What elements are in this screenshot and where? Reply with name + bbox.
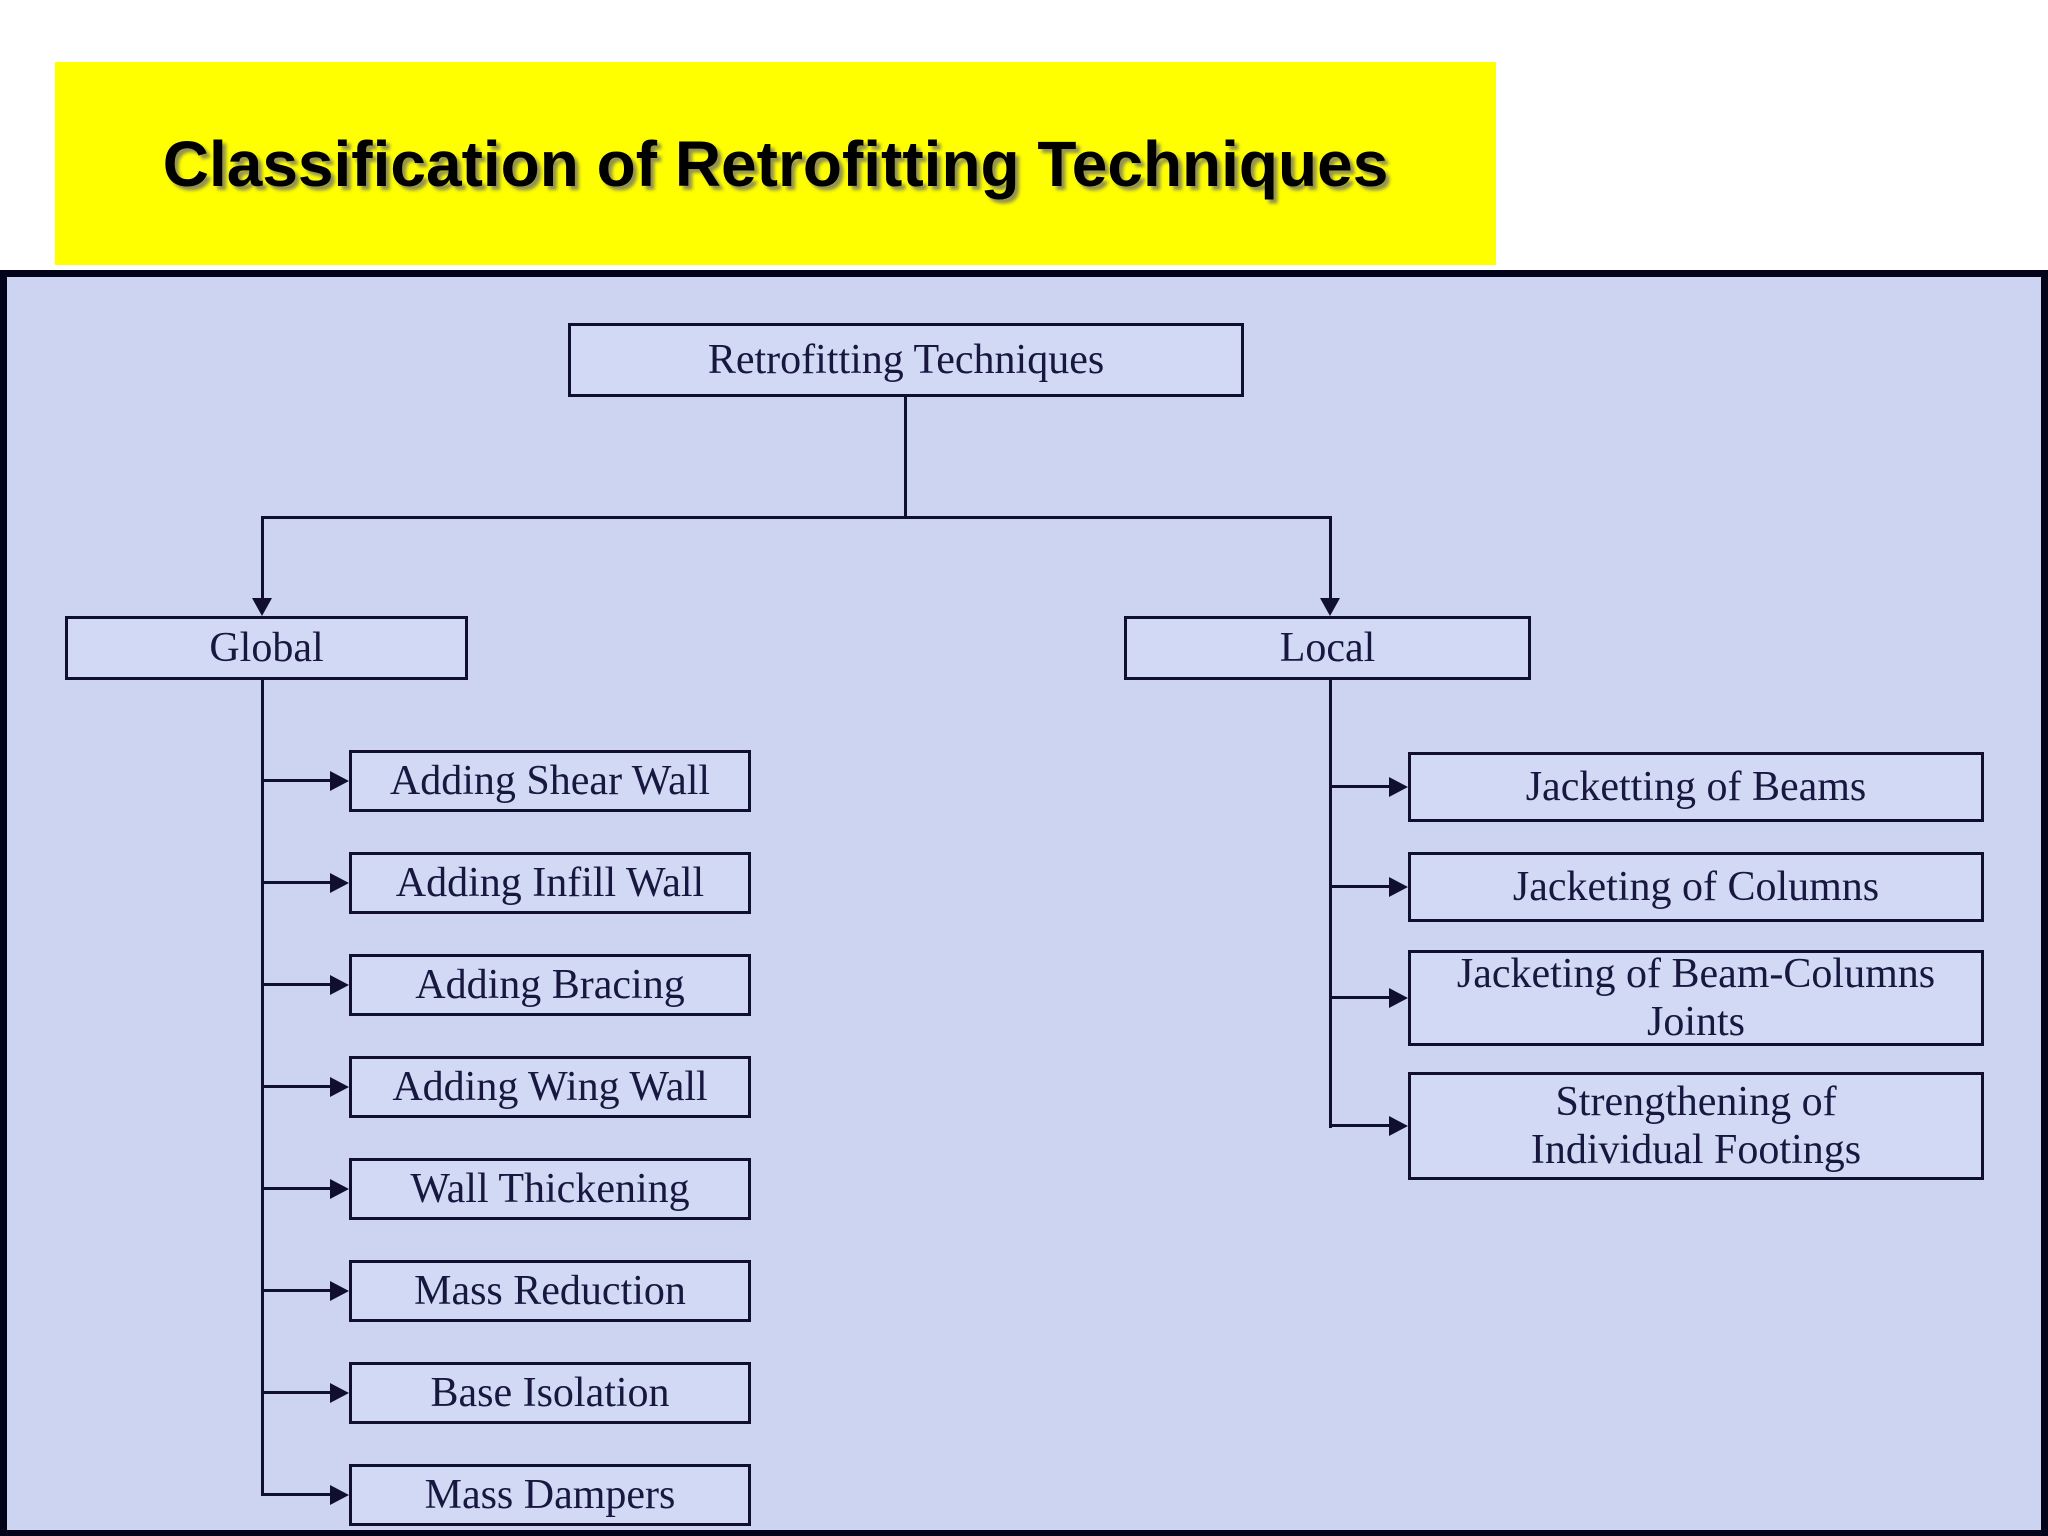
arrowhead-local-child-1 bbox=[1389, 877, 1408, 897]
node-root-label: Retrofitting Techniques bbox=[707, 336, 1105, 383]
node-global-child-7-label: Mass Dampers bbox=[424, 1471, 676, 1518]
node-global-child-0: Adding Shear Wall bbox=[349, 750, 751, 812]
connector-global-child-2 bbox=[261, 983, 331, 986]
title-banner: Classification of Retrofitting Technique… bbox=[55, 62, 1496, 265]
connector-global-child-3 bbox=[261, 1085, 331, 1088]
node-global-child-5: Mass Reduction bbox=[349, 1260, 751, 1322]
connector-global-child-4 bbox=[261, 1187, 331, 1190]
node-global-label: Global bbox=[209, 624, 324, 671]
connector-root-drop bbox=[904, 397, 907, 517]
node-local-child-2: Jacketing of Beam-Columns Joints bbox=[1408, 950, 1984, 1046]
node-local-child-0: Jacketting of Beams bbox=[1408, 752, 1984, 822]
arrowhead-local-child-2 bbox=[1389, 988, 1408, 1008]
connector-local-child-0 bbox=[1329, 785, 1391, 788]
connector-global-child-7 bbox=[261, 1493, 331, 1496]
arrowhead-global-child-0 bbox=[330, 771, 349, 791]
node-local-child-3-label: Strengthening of Individual Footings bbox=[1530, 1078, 1862, 1173]
node-global-child-4-label: Wall Thickening bbox=[410, 1165, 690, 1212]
arrowhead-local-child-3 bbox=[1389, 1116, 1408, 1136]
connector-global-child-6 bbox=[261, 1391, 331, 1394]
connector-branch-rail bbox=[261, 516, 1332, 519]
node-global-child-1: Adding Infill Wall bbox=[349, 852, 751, 914]
connector-local-child-2 bbox=[1329, 996, 1391, 999]
node-global-child-6-label: Base Isolation bbox=[430, 1369, 670, 1416]
node-local-child-3: Strengthening of Individual Footings bbox=[1408, 1072, 1984, 1180]
node-local-child-2-label: Jacketing of Beam-Columns Joints bbox=[1456, 950, 1936, 1045]
node-global-child-6: Base Isolation bbox=[349, 1362, 751, 1424]
node-local-child-1-label: Jacketing of Columns bbox=[1512, 863, 1880, 910]
connector-local-drop bbox=[1329, 516, 1332, 600]
arrowhead-global-child-2 bbox=[330, 975, 349, 995]
node-root: Retrofitting Techniques bbox=[568, 323, 1244, 397]
connector-global-drop bbox=[261, 516, 264, 600]
node-global-child-0-label: Adding Shear Wall bbox=[389, 757, 711, 804]
connector-local-child-3 bbox=[1329, 1124, 1391, 1127]
connector-local-trunk bbox=[1329, 680, 1332, 1128]
node-local-child-0-label: Jacketting of Beams bbox=[1525, 763, 1867, 810]
node-global-child-5-label: Mass Reduction bbox=[414, 1267, 686, 1314]
node-local-child-1: Jacketing of Columns bbox=[1408, 852, 1984, 922]
connector-global-child-5 bbox=[261, 1289, 331, 1292]
slide-title: Classification of Retrofitting Technique… bbox=[162, 127, 1389, 200]
connector-global-child-1 bbox=[261, 881, 331, 884]
connector-local-child-1 bbox=[1329, 885, 1391, 888]
arrowhead-into-global bbox=[252, 598, 272, 616]
arrowhead-global-child-3 bbox=[330, 1077, 349, 1097]
node-global-child-3-label: Adding Wing Wall bbox=[392, 1063, 708, 1110]
node-global-child-7: Mass Dampers bbox=[349, 1464, 751, 1526]
node-global-child-4: Wall Thickening bbox=[349, 1158, 751, 1220]
arrowhead-global-child-6 bbox=[330, 1383, 349, 1403]
arrowhead-global-child-7 bbox=[330, 1485, 349, 1505]
node-local-label: Local bbox=[1279, 624, 1376, 671]
arrowhead-global-child-1 bbox=[330, 873, 349, 893]
connector-global-child-0 bbox=[261, 779, 331, 782]
node-global-child-1-label: Adding Infill Wall bbox=[395, 859, 705, 906]
node-global-child-2: Adding Bracing bbox=[349, 954, 751, 1016]
arrowhead-global-child-5 bbox=[330, 1281, 349, 1301]
arrowhead-global-child-4 bbox=[330, 1179, 349, 1199]
arrowhead-into-local bbox=[1320, 598, 1340, 616]
node-global-child-3: Adding Wing Wall bbox=[349, 1056, 751, 1118]
arrowhead-local-child-0 bbox=[1389, 777, 1408, 797]
node-global-child-2-label: Adding Bracing bbox=[415, 961, 685, 1008]
node-global: Global bbox=[65, 616, 468, 680]
node-local: Local bbox=[1124, 616, 1531, 680]
